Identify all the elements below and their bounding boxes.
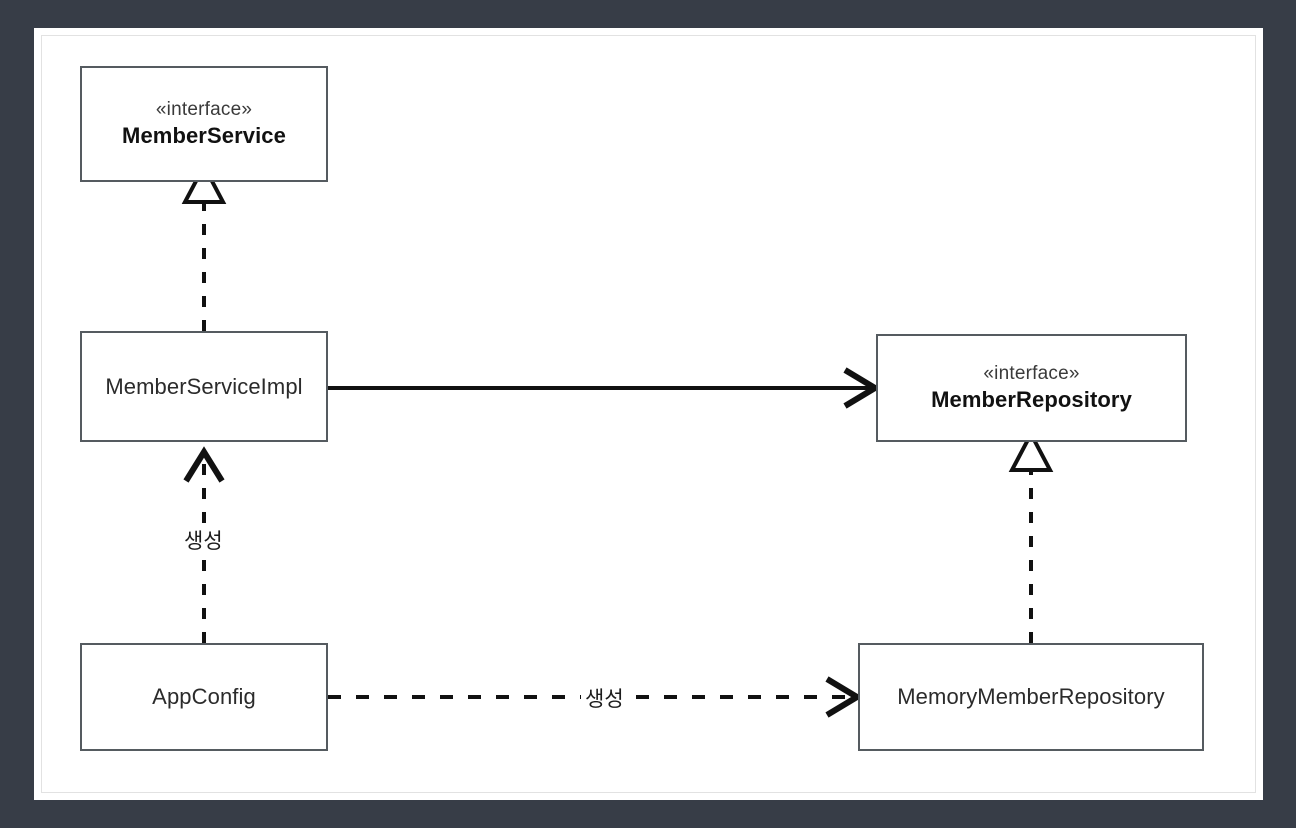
class-box-member-service-impl[interactable]: MemberServiceImpl	[80, 331, 328, 442]
class-name-memory-member-repository: MemoryMemberRepository	[897, 684, 1165, 710]
edge-memory-realizes-repository	[1008, 429, 1054, 643]
class-name-member-service: MemberService	[122, 123, 286, 149]
open-arrowhead-member-service-impl	[183, 446, 225, 483]
class-box-member-service[interactable]: «interface» MemberService	[80, 66, 328, 182]
edge-impl-realizes-service	[181, 161, 227, 331]
class-box-member-repository[interactable]: «interface» MemberRepository	[876, 334, 1187, 442]
edge-appconfig-creates-impl	[183, 446, 225, 643]
class-name-member-repository: MemberRepository	[931, 387, 1132, 413]
edge-impl-uses-repository	[328, 367, 881, 409]
open-arrowhead-member-repository	[843, 367, 881, 409]
uml-class-diagram: MemberRepository : association (solid, o…	[34, 28, 1263, 800]
hollow-triangle-arrowhead-member-service	[181, 161, 227, 204]
stereotype-label-member-service: «interface»	[155, 99, 253, 121]
diagram-canvas: MemberRepository : association (solid, o…	[34, 28, 1263, 800]
stereotype-label-member-repository: «interface»	[983, 363, 1080, 385]
class-name-app-config: AppConfig	[152, 684, 256, 710]
class-box-memory-member-repository[interactable]: MemoryMemberRepository	[858, 643, 1204, 751]
class-box-app-config[interactable]: AppConfig	[80, 643, 328, 751]
class-name-member-service-impl: MemberServiceImpl	[105, 373, 303, 399]
hollow-triangle-arrowhead-member-repository	[1008, 429, 1054, 472]
edge-label-appconfig-creates-impl: 생성	[180, 525, 227, 555]
edge-label-appconfig-creates-memory-repository: 생성	[581, 683, 628, 713]
open-arrowhead-memory-member-repository	[825, 676, 863, 718]
